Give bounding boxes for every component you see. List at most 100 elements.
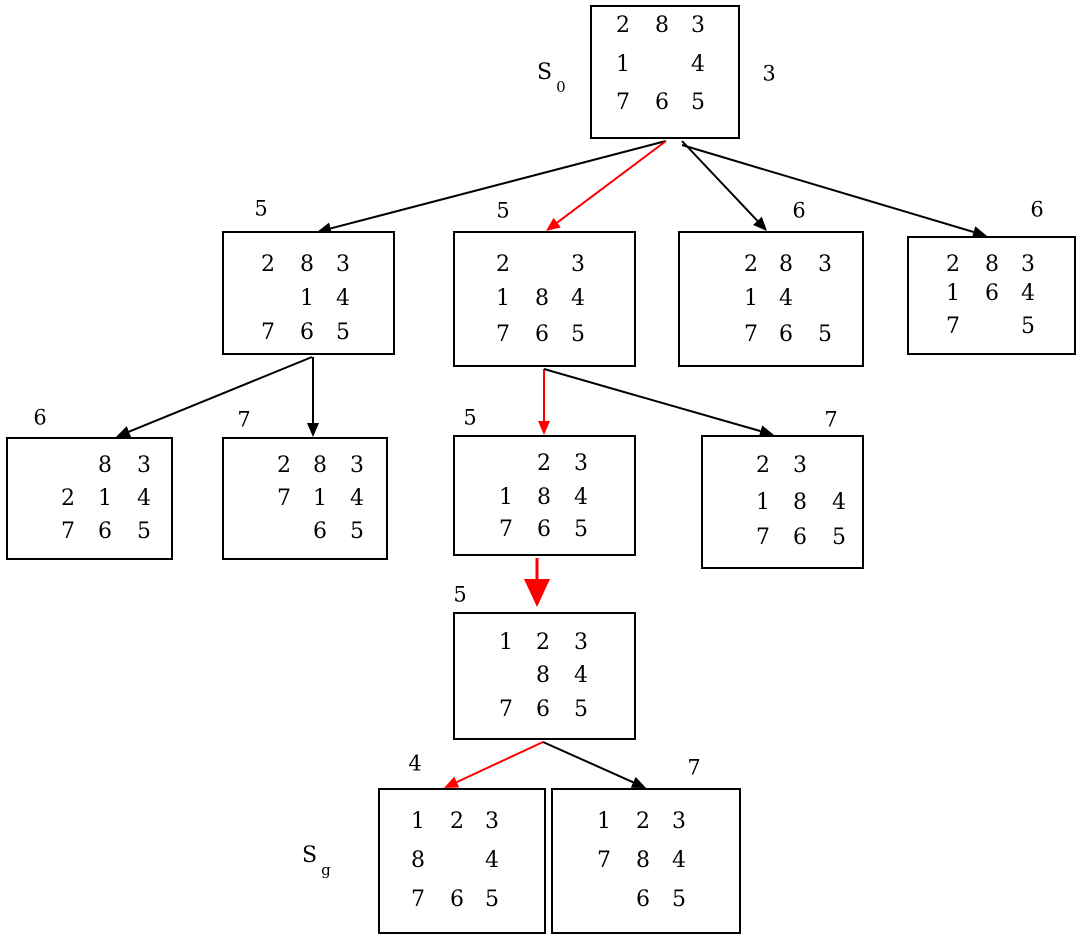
tile-r0-c1: 8 bbox=[98, 453, 112, 478]
tile-r0-c0: 2 bbox=[496, 252, 510, 277]
tile-r1-c1: 1 bbox=[300, 286, 314, 311]
cost-label-n4b: 7 bbox=[687, 755, 701, 780]
tile-r1-c1: 8 bbox=[537, 485, 551, 510]
tile-r2-c1: 6 bbox=[536, 697, 550, 722]
tile-r0-c2: 3 bbox=[571, 252, 585, 277]
start-state-label: S0 bbox=[537, 60, 566, 97]
tile-r1-c2: 4 bbox=[485, 848, 499, 873]
cost-label-sg: 4 bbox=[408, 751, 422, 776]
tile-r0-c0: 2 bbox=[946, 252, 960, 277]
puzzle-state-s0 bbox=[590, 5, 740, 139]
puzzle-state-n4b bbox=[551, 788, 741, 934]
cost-label-n1d: 6 bbox=[1030, 197, 1044, 222]
tile-r2-c2: 5 bbox=[818, 322, 832, 347]
tile-r2-c1: 6 bbox=[793, 525, 807, 550]
tile-r2-c1: 6 bbox=[535, 322, 549, 347]
tile-r0-c0: 2 bbox=[616, 13, 630, 38]
tile-r2-c0: 7 bbox=[261, 320, 275, 345]
tile-r2-c1: 6 bbox=[300, 320, 314, 345]
cost-label-n2d: 7 bbox=[824, 407, 838, 432]
tile-r0-c0: 1 bbox=[499, 630, 513, 655]
tile-r2-c0: 7 bbox=[756, 525, 770, 550]
tile-r1-c0: 7 bbox=[277, 486, 291, 511]
cost-label-n2a: 6 bbox=[33, 405, 47, 430]
tile-r1-c2: 4 bbox=[571, 286, 585, 311]
tile-r0-c2: 3 bbox=[350, 453, 364, 478]
cost-label-n2b: 7 bbox=[237, 407, 251, 432]
tile-r0-c1: 8 bbox=[779, 252, 793, 277]
puzzle-state-n1d bbox=[907, 236, 1076, 355]
edge-n3-to-sg-solution-path bbox=[444, 741, 544, 788]
tile-r0-c1: 2 bbox=[536, 630, 550, 655]
tile-r2-c0: 7 bbox=[499, 697, 513, 722]
tile-r1-c2: 4 bbox=[574, 663, 588, 688]
arrowhead-icon bbox=[630, 776, 646, 788]
edge-n3-to-n4b bbox=[542, 741, 646, 788]
tile-r2-c2: 5 bbox=[1021, 314, 1035, 339]
tile-r2-c2: 5 bbox=[350, 519, 364, 544]
tile-r2-c1: 6 bbox=[636, 887, 650, 912]
tile-r1-c0: 2 bbox=[61, 486, 75, 511]
edge-s0-to-n1c bbox=[681, 140, 767, 231]
puzzle-state-n2b bbox=[222, 437, 388, 560]
tile-r0-c2: 3 bbox=[336, 252, 350, 277]
tile-r0-c1: 2 bbox=[450, 809, 464, 834]
tile-r1-c2: 4 bbox=[137, 486, 151, 511]
tile-r0-c1: 2 bbox=[636, 809, 650, 834]
arrowhead-icon bbox=[753, 216, 767, 231]
tile-r0-c2: 3 bbox=[574, 630, 588, 655]
tile-r2-c1: 6 bbox=[313, 519, 327, 544]
tile-r0-c2: 3 bbox=[672, 809, 686, 834]
tile-r1-c1: 4 bbox=[779, 286, 793, 311]
puzzle-state-n1c bbox=[678, 231, 864, 367]
tile-r0-c0: 2 bbox=[756, 453, 770, 478]
puzzle-state-n2d bbox=[701, 435, 864, 569]
tile-r0-c0: 1 bbox=[411, 809, 425, 834]
tile-r2-c2: 5 bbox=[485, 887, 499, 912]
tile-r1-c0: 1 bbox=[499, 485, 513, 510]
tile-r1-c0: 7 bbox=[597, 848, 611, 873]
tile-r0-c0: 1 bbox=[597, 809, 611, 834]
edge-line bbox=[681, 140, 759, 222]
edge-s0-to-n1b-solution-path bbox=[546, 140, 667, 231]
puzzle-state-n2c bbox=[453, 435, 636, 556]
cost-label-n1a: 5 bbox=[254, 196, 268, 221]
tile-r0-c0: 2 bbox=[277, 453, 291, 478]
edge-n1b-to-n2c-solution-path bbox=[538, 369, 550, 435]
tile-r2-c0: 7 bbox=[499, 517, 513, 542]
puzzle-state-sg bbox=[378, 788, 546, 934]
arrowhead-icon bbox=[307, 423, 319, 437]
edge-line bbox=[556, 140, 667, 224]
edge-s0-to-n1d bbox=[681, 144, 987, 238]
edge-line bbox=[128, 356, 313, 433]
arrowhead-icon bbox=[538, 421, 550, 435]
tile-r1-c2: 4 bbox=[574, 485, 588, 510]
tile-r1-c0: 1 bbox=[756, 490, 770, 515]
edge-n1a-to-n2a bbox=[116, 356, 313, 438]
cost-label-s0: 3 bbox=[762, 61, 776, 86]
tile-r0-c0: 2 bbox=[261, 252, 275, 277]
tile-r1-c0: 1 bbox=[496, 286, 510, 311]
tile-r2-c2: 5 bbox=[571, 322, 585, 347]
tile-r2-c0: 7 bbox=[946, 314, 960, 339]
arrowhead-icon bbox=[971, 226, 987, 238]
edge-n1b-to-n2d bbox=[543, 368, 774, 437]
tile-r1-c1: 8 bbox=[793, 490, 807, 515]
tile-r1-c1: 8 bbox=[535, 286, 549, 311]
edge-n1a-to-n2b bbox=[307, 357, 319, 437]
tile-r0-c1: 8 bbox=[655, 13, 669, 38]
edge-line bbox=[456, 741, 544, 784]
tile-r0-c1: 8 bbox=[313, 453, 327, 478]
tile-r2-c0: 7 bbox=[616, 90, 630, 115]
tile-r2-c0: 7 bbox=[496, 322, 510, 347]
arrowhead-icon bbox=[524, 579, 550, 607]
tile-r1-c0: 1 bbox=[616, 52, 630, 77]
arrowhead-icon bbox=[444, 776, 460, 788]
tile-r2-c2: 5 bbox=[137, 519, 151, 544]
cost-label-n3: 5 bbox=[453, 582, 467, 607]
tile-r2-c2: 5 bbox=[574, 517, 588, 542]
tile-r2-c0: 7 bbox=[61, 519, 75, 544]
tile-r2-c1: 6 bbox=[779, 322, 793, 347]
tile-r2-c1: 6 bbox=[537, 517, 551, 542]
